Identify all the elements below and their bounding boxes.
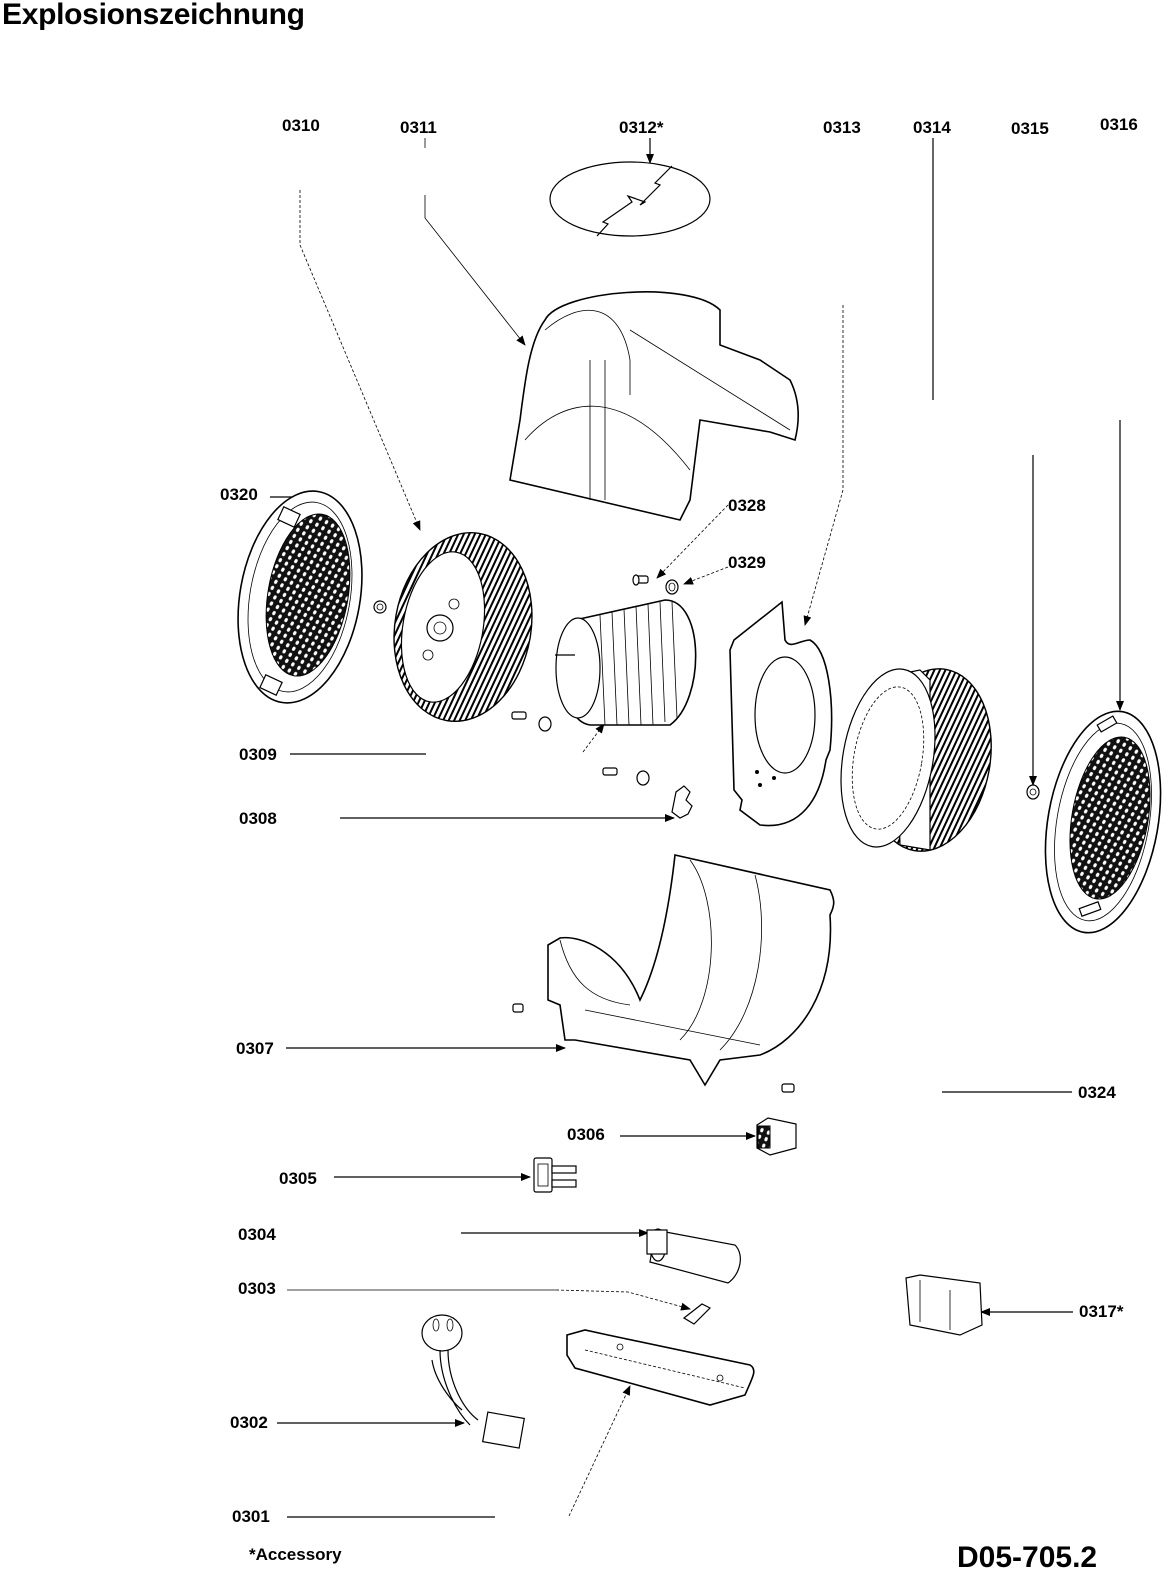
screw-left-0307 (512, 1003, 524, 1013)
part-label-0310: 0310 (282, 116, 320, 135)
part-label-0311: 0311 (400, 118, 437, 137)
part-label-0320: 0320 (220, 485, 258, 504)
leader-0311 (424, 195, 526, 346)
part-label-0308: 0308 (239, 809, 277, 828)
part-0313-mounting-plate (729, 600, 833, 827)
part-0303-clip (682, 1303, 712, 1325)
motor-screws (511, 711, 650, 786)
part-0329-grommet (665, 579, 679, 595)
part-label-0316: 0316 (1100, 115, 1138, 134)
part-label-0302: 0302 (230, 1413, 268, 1432)
leader-0310 (299, 190, 421, 531)
part-0306-terminal-block (756, 1117, 797, 1156)
part-label-0315: 0315 (1011, 119, 1049, 138)
part-0312-damper (549, 161, 711, 237)
leader-0313 (803, 305, 844, 626)
page-title: Explosionszeichnung (2, 0, 305, 31)
accessory-footnote: *Accessory (249, 1545, 342, 1564)
part-0317-accessory-connector (905, 1274, 983, 1336)
leader-0301-b (568, 1385, 631, 1517)
part-0314-impeller-right (840, 668, 992, 852)
part-0311-upper-housing (509, 291, 800, 521)
part-0324-screw (781, 1083, 795, 1093)
leader-0303-b (555, 1289, 691, 1311)
part-0307-lower-housing (547, 854, 835, 1087)
part-0320-inlet-grille-left (237, 490, 363, 704)
part-label-0307: 0307 (236, 1039, 274, 1058)
part-label-0314: 0314 (913, 118, 951, 137)
part-label-0324: 0324 (1078, 1083, 1116, 1102)
part-0309-motor (555, 599, 697, 726)
part-0310-impeller-left (393, 532, 533, 722)
part-label-0303: 0303 (238, 1279, 276, 1298)
part-label-0305: 0305 (279, 1169, 317, 1188)
leader-0309-b (582, 723, 605, 753)
part-0305-connector (533, 1157, 577, 1193)
part-0308-clip (671, 785, 693, 819)
part-label-0329: 0329 (728, 553, 766, 572)
part-label-0304: 0304 (238, 1225, 276, 1244)
nut-left (373, 600, 387, 614)
part-0328-screw (632, 574, 649, 586)
document-id: D05-705.2 (957, 1541, 1098, 1574)
leader-0329 (683, 566, 729, 585)
part-0315-nut (1026, 784, 1040, 800)
part-0316-inlet-grille-right (1044, 710, 1162, 934)
part-label-0301: 0301 (232, 1507, 270, 1526)
part-label-0312: 0312* (619, 118, 664, 137)
part-label-0328: 0328 (728, 496, 766, 515)
part-0304-capacitor (646, 1228, 741, 1284)
part-label-0313: 0313 (823, 118, 861, 137)
part-label-0309: 0309 (239, 745, 277, 764)
part-label-0317: 0317* (1079, 1302, 1124, 1321)
part-0302-power-cord (421, 1314, 526, 1449)
leader-0328 (656, 504, 729, 579)
part-label-0306: 0306 (567, 1125, 605, 1144)
part-0301-cover-plate (566, 1329, 755, 1406)
